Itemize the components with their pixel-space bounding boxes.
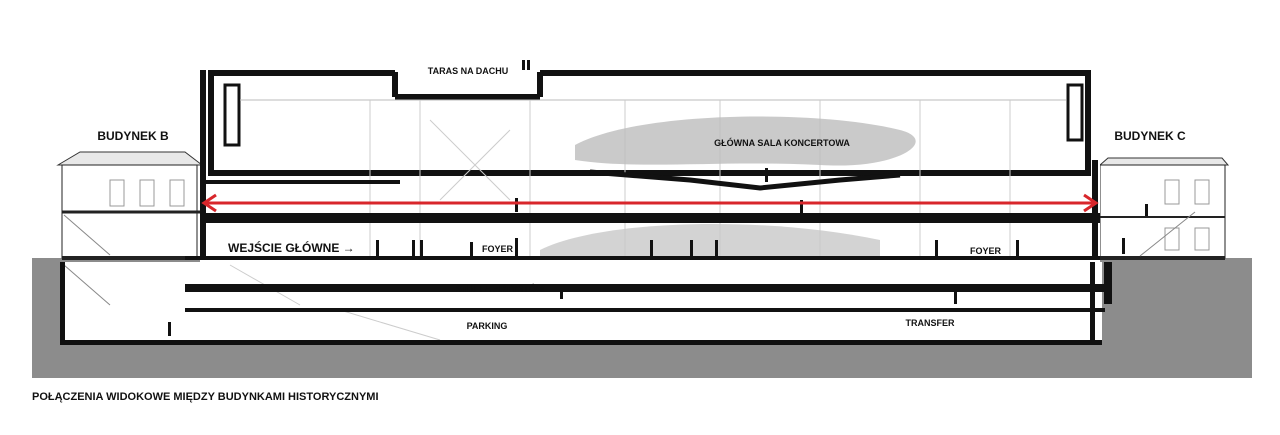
label-foyer-right: FOYER bbox=[970, 246, 1002, 256]
concert-hall-acoustic-shape bbox=[575, 116, 916, 166]
visual-connection-arrow bbox=[201, 193, 1099, 213]
people-figures bbox=[168, 60, 1148, 336]
label-concert-hall: GŁÓWNA SALA KONCERTOWA bbox=[714, 137, 850, 148]
main-building bbox=[60, 60, 1148, 345]
caption: POŁĄCZENIA WIDOKOWE MIĘDZY BUDYNKAMI HIS… bbox=[32, 391, 379, 403]
label-parking: PARKING bbox=[467, 321, 508, 331]
label-building-c: BUDYNEK C bbox=[1114, 129, 1186, 143]
label-foyer-left: FOYER bbox=[482, 244, 514, 254]
label-main-entrance: WEJŚCIE GŁÓWNE → bbox=[228, 240, 355, 255]
building-b bbox=[56, 151, 204, 306]
label-transfer: TRANSFER bbox=[906, 318, 955, 328]
building-c bbox=[1098, 157, 1230, 304]
label-building-b: BUDYNEK B bbox=[97, 129, 169, 143]
label-artists-zone: STREFA ARTYSTÓW bbox=[456, 283, 545, 294]
label-roof-terrace: TARAS NA DACHU bbox=[428, 66, 509, 76]
